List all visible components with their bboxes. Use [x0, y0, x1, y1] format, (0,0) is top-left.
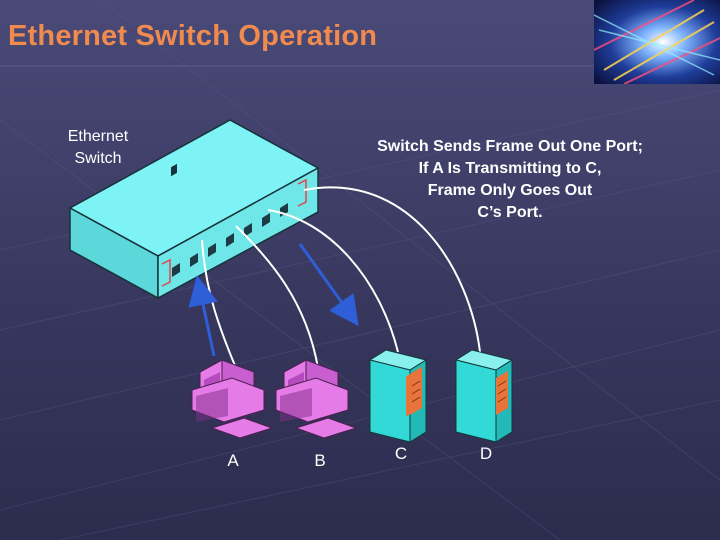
node-label-d: D — [471, 444, 501, 464]
server-icon — [370, 350, 426, 442]
switch-label: Ethernet Switch — [46, 126, 150, 170]
switch-label-line1: Ethernet — [46, 126, 150, 148]
switch-label-line2: Switch — [46, 148, 150, 170]
node-label-b: B — [305, 451, 335, 471]
arrow-icon — [300, 244, 350, 314]
caption-line4: C’s Port. — [330, 202, 690, 224]
caption: Switch Sends Frame Out One Port; If A Is… — [330, 136, 690, 224]
cable-c — [268, 210, 398, 352]
caption-line3: Frame Only Goes Out — [330, 180, 690, 202]
caption-line1: Switch Sends Frame Out One Port; — [330, 136, 690, 158]
pc-icon — [276, 360, 356, 438]
node-label-c: C — [386, 444, 416, 464]
caption-line2: If A Is Transmitting to C, — [330, 158, 690, 180]
server-icon — [456, 350, 512, 442]
pc-icon — [192, 360, 272, 438]
node-label-a: A — [218, 451, 248, 471]
